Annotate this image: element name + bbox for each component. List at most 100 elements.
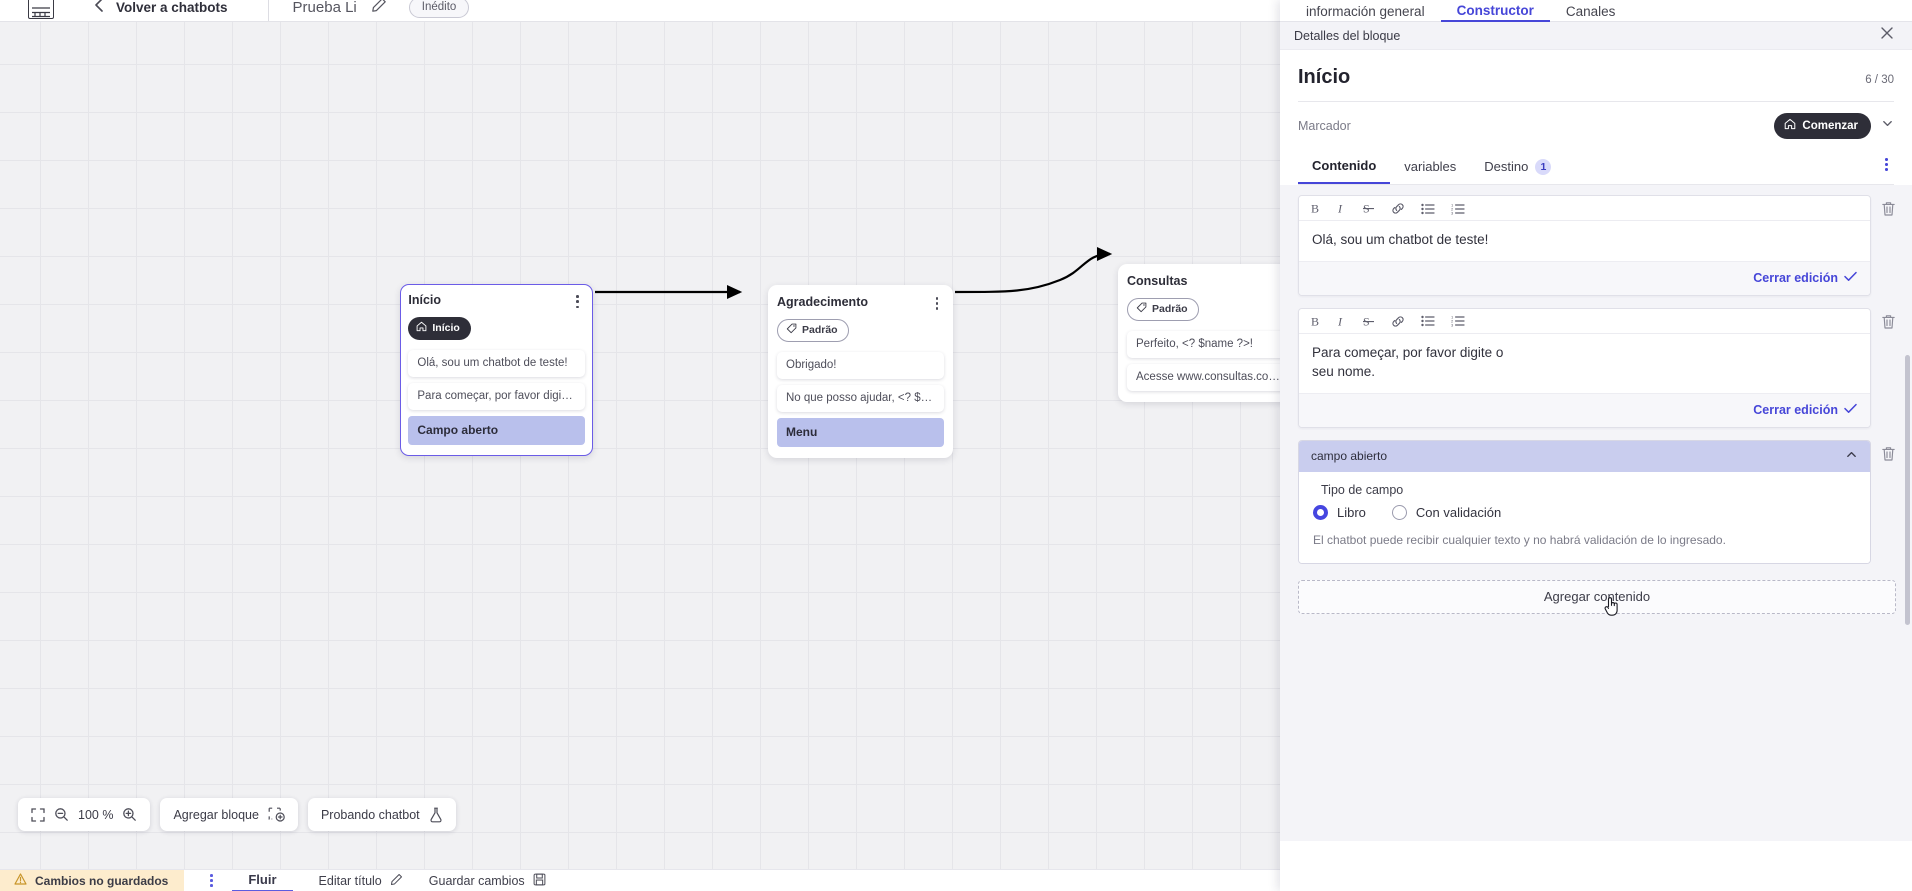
node-highlight-row[interactable]: Menu xyxy=(777,418,944,447)
edit-title-label: Editar título xyxy=(318,873,382,888)
flow-node-consultas[interactable]: Consultas Padrão Perfeito, <? $name ?>! … xyxy=(1118,264,1306,402)
home-icon xyxy=(1784,118,1796,133)
bullet-list-icon[interactable] xyxy=(1421,203,1435,215)
tab-canales[interactable]: Canales xyxy=(1565,3,1616,19)
field-help-text: El chatbot puede recibir cualquier texto… xyxy=(1313,532,1726,547)
test-chatbot-button[interactable]: Probando chatbot xyxy=(307,798,456,831)
editor-text-value[interactable]: Olá, sou um chatbot de teste! xyxy=(1299,221,1870,261)
marker-value-pill[interactable]: Comenzar xyxy=(1774,113,1871,139)
radio-indicator-selected xyxy=(1313,504,1328,520)
tab-informacion-general[interactable]: información general xyxy=(1306,3,1425,19)
open-field-title: campo abierto xyxy=(1311,448,1388,463)
content-tab-bar: Contenido variables Destino 1 xyxy=(1298,147,1894,185)
tab-destino[interactable]: Destino 1 xyxy=(1470,152,1565,184)
close-edit-button[interactable]: Cerrar edición xyxy=(1753,403,1857,417)
block-title-row: Início 6 / 30 xyxy=(1298,50,1894,102)
italic-icon[interactable]: I xyxy=(1338,202,1347,215)
close-edit-label: Cerrar edición xyxy=(1753,270,1838,285)
node-rows: Olá, sou um chatbot de teste! Para começ… xyxy=(408,350,585,446)
add-block-button[interactable]: Agregar bloque xyxy=(160,798,298,831)
italic-icon[interactable]: I xyxy=(1338,315,1347,328)
node-message-row[interactable]: Acesse www.consultas.com par... xyxy=(1127,364,1297,391)
zoom-controls: 100 % xyxy=(18,798,151,831)
node-tag-label: Padrão xyxy=(1152,303,1188,315)
trash-icon[interactable] xyxy=(1881,195,1896,222)
node-message-row[interactable]: Perfeito, <? $name ?>! xyxy=(1127,331,1297,358)
panel-scrollbar[interactable] xyxy=(1905,355,1910,625)
radio-libro[interactable]: Libro xyxy=(1313,504,1366,520)
tab-variables[interactable]: variables xyxy=(1390,152,1470,183)
app-logo-icon[interactable] xyxy=(28,0,54,19)
svg-text:B: B xyxy=(1311,315,1319,328)
radio-indicator xyxy=(1391,504,1407,520)
tab-fluir[interactable]: Fluir xyxy=(232,870,293,891)
tag-icon xyxy=(786,323,797,337)
tab-variables-label: variables xyxy=(1404,159,1457,174)
bold-icon[interactable]: B xyxy=(1311,315,1322,328)
close-edit-button[interactable]: Cerrar edición xyxy=(1753,271,1857,285)
field-type-label: Tipo de campo xyxy=(1321,482,1404,497)
strikethrough-icon[interactable]: S xyxy=(1363,202,1375,215)
node-title: Início xyxy=(408,293,442,308)
edit-title-button[interactable]: Editar título xyxy=(319,873,403,889)
chevron-up-icon[interactable] xyxy=(1845,448,1858,464)
svg-text:1: 1 xyxy=(1451,203,1454,207)
editor-footer: Cerrar edición xyxy=(1299,392,1870,427)
flow-node-inicio[interactable]: Início Início Olá, sou um chatbot de tes… xyxy=(400,284,593,456)
open-field-header[interactable]: campo abierto xyxy=(1299,440,1870,472)
tab-destino-label: Destino xyxy=(1484,159,1529,174)
pencil-icon[interactable] xyxy=(371,0,387,18)
close-icon[interactable] xyxy=(1880,26,1894,45)
radio-con-validacion[interactable]: Con validación xyxy=(1391,504,1501,520)
link-icon[interactable] xyxy=(1391,315,1405,328)
chevron-down-icon[interactable] xyxy=(1881,117,1894,135)
zoom-level: 100 % xyxy=(78,807,114,822)
save-changes-button[interactable]: Guardar cambios xyxy=(429,873,546,889)
field-type-radio-group: Libro Con validación xyxy=(1313,504,1856,520)
editor-text-value[interactable]: Para começar, por favor digite o seu nom… xyxy=(1299,333,1524,393)
node-tag-start: Início xyxy=(408,317,471,341)
flask-icon xyxy=(429,807,443,823)
top-bar: Volver a chatbots Prueba Li Inédito xyxy=(0,0,1560,22)
node-tag-default: Padrão xyxy=(1127,298,1199,321)
chevron-left-icon[interactable] xyxy=(94,0,104,17)
panel-body: Início 6 / 30 Marcador Comenzar xyxy=(1280,50,1912,185)
node-message-row[interactable]: No que posso ajudar, <? $name ... xyxy=(777,385,944,412)
tab-constructor[interactable]: Constructor xyxy=(1440,0,1550,22)
divider xyxy=(267,0,269,21)
back-to-chatbots-link[interactable]: Volver a chatbots xyxy=(116,0,228,15)
svg-text:B: B xyxy=(1311,202,1319,215)
node-message-row[interactable]: Para começar, por favor digite o ... xyxy=(408,383,585,411)
tab-contenido[interactable]: Contenido xyxy=(1298,151,1391,184)
bullet-list-icon[interactable] xyxy=(1421,315,1435,327)
kebab-menu-icon[interactable] xyxy=(1879,157,1894,178)
tab-destino-badge: 1 xyxy=(1535,158,1552,175)
hand-pointer-cursor xyxy=(1603,595,1622,620)
open-field-body: Tipo de campo Libro Con validación E xyxy=(1299,471,1870,563)
trash-icon[interactable] xyxy=(1881,440,1896,467)
fit-screen-icon[interactable] xyxy=(31,807,45,822)
block-details-panel: información general Constructor Canales … xyxy=(1280,0,1912,891)
link-icon[interactable] xyxy=(1391,202,1405,215)
zoom-in-icon[interactable] xyxy=(122,807,137,822)
add-content-button[interactable]: Agregar contenido xyxy=(1298,579,1896,616)
node-highlight-row[interactable]: Campo aberto xyxy=(408,416,585,446)
node-message-row[interactable]: Obrigado! xyxy=(777,352,944,379)
strikethrough-icon[interactable]: S xyxy=(1363,315,1375,328)
kebab-menu-icon[interactable] xyxy=(930,295,944,310)
add-content-label: Agregar contenido xyxy=(1543,589,1651,605)
flow-node-agradecimento[interactable]: Agradecimento Padrão Obrigado! No que po… xyxy=(768,285,953,458)
radio-libro-label: Libro xyxy=(1337,504,1366,520)
warning-triangle-icon xyxy=(14,873,27,888)
zoom-out-icon[interactable] xyxy=(54,807,69,822)
kebab-menu-icon[interactable] xyxy=(198,874,224,887)
kebab-menu-icon[interactable] xyxy=(571,293,585,309)
node-message-row[interactable]: Olá, sou um chatbot de teste! xyxy=(408,350,585,378)
bold-icon[interactable]: B xyxy=(1311,202,1322,215)
trash-icon[interactable] xyxy=(1881,308,1896,335)
